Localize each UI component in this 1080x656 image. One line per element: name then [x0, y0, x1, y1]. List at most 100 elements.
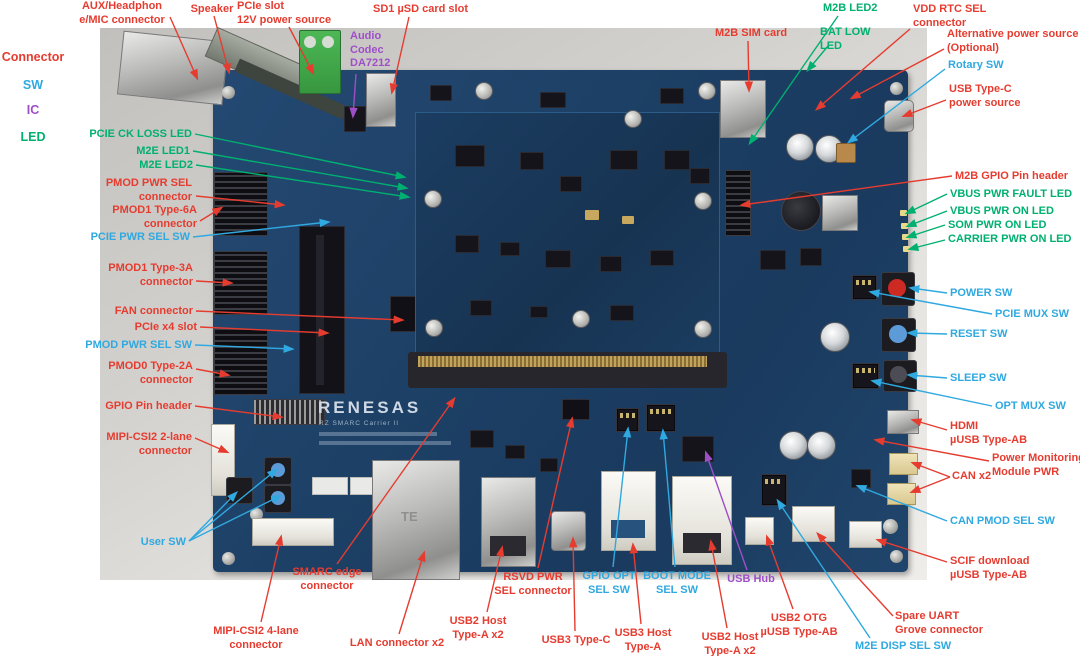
barcode-sticker [312, 477, 348, 495]
annotation-alternative-power-source: Alternative power source(Optional) [947, 28, 1079, 54]
ic-chip [470, 300, 492, 316]
capacitor [807, 431, 836, 460]
som-pwr-on-led [902, 234, 909, 240]
ic-chip [470, 430, 494, 448]
vbus-pwr-fault-led [900, 210, 907, 216]
usb-port-opening [683, 533, 721, 553]
annotation-usb-hub: USB Hub [727, 573, 775, 585]
annotation-pcie-x4-slot: PCIe x4 slot [134, 321, 197, 333]
annotation-m2b-sim-card: M2B SIM card [715, 27, 788, 39]
standoff [425, 319, 443, 337]
scif-musb-connector [849, 521, 882, 548]
audio-codec-ic [344, 106, 366, 132]
usb2-host-a-stack-right [672, 476, 732, 565]
pcie-12v-terminal-block [299, 30, 341, 94]
ic-chip [455, 145, 485, 167]
ic-chip [690, 168, 710, 184]
ic-chip [560, 176, 582, 192]
lan-marking: TE [401, 509, 418, 524]
gpio-opt-dip-switch [616, 408, 639, 432]
annotation-pcie-ck-loss-led: PCIE CK LOSS LED [89, 128, 192, 140]
silkscreen-line [319, 441, 451, 445]
ic-chip [500, 242, 520, 256]
lan-connector: TE [372, 460, 460, 580]
shield-can [822, 195, 858, 231]
usb3-blue-tongue [611, 520, 645, 538]
annotation-sleep-sw: SLEEP SW [950, 372, 1007, 384]
ic-chip [530, 306, 548, 318]
mipi-csi2-4lane-connector [252, 518, 334, 546]
annotation-pcie-mux-sw: PCIE MUX SW [995, 308, 1069, 320]
ic-chip [505, 445, 525, 459]
annotation-can-pmod-sel-sw: CAN PMOD SEL SW [950, 515, 1055, 527]
terminal-screw [304, 36, 316, 48]
usb-port-opening [490, 536, 526, 556]
ic-chip [430, 85, 452, 101]
gpio-pin-header [253, 399, 325, 425]
ic-chip [800, 248, 822, 266]
annotation-pcie-pwr-sel-sw: PCIE PWR SEL SW [90, 231, 190, 243]
annotation-rotary-sw: Rotary SW [948, 59, 1004, 71]
annotation-can-x2: CAN x2 [952, 470, 992, 482]
annotation-vbus-pwr-fault-led: VBUS PWR FAULT LED [950, 188, 1073, 200]
ic-chip [540, 92, 566, 108]
capacitor [820, 322, 850, 352]
terminal-screw [322, 36, 334, 48]
usb3-type-c-connector [551, 511, 586, 551]
mounting-hole [883, 519, 898, 534]
sleep-switch-cap [890, 366, 907, 383]
ic-chip [545, 250, 571, 268]
sim-card-slot [720, 80, 766, 138]
annotation-lan-connector-x2: LAN connector x2 [349, 637, 445, 649]
power-switch-cap [888, 279, 906, 297]
pcie-x4-slot [299, 226, 345, 394]
pcie-slot-groove [316, 235, 324, 385]
hdmi-musb-connector [887, 410, 919, 434]
standoff [572, 310, 590, 328]
corner-screw [222, 552, 235, 565]
ic-chip [760, 250, 786, 270]
rotary-switch [836, 143, 856, 163]
silkscreen-line [319, 432, 437, 436]
can-connector-1 [889, 453, 918, 475]
annotation-pmod-pwr-sel-sw: PMOD PWR SEL SW [85, 339, 192, 351]
fan-connector [390, 296, 416, 332]
ic-chip [650, 250, 674, 266]
usd-card-slot [366, 73, 396, 127]
renesas-logo: RENESAS [318, 398, 422, 417]
standoff [694, 320, 712, 338]
pmod1-3a-connector [214, 251, 268, 315]
annotation-vbus-pwr-on-led: VBUS PWR ON LED [950, 205, 1054, 217]
annotation-fan-connector: FAN connector [114, 305, 193, 317]
annotation-m2b-led2: M2B LED2 [823, 2, 878, 14]
power-inductor [781, 191, 821, 231]
grove-connector [792, 506, 835, 542]
usb-c-connector [884, 100, 914, 132]
annotation-som-pwr-on-led: SOM PWR ON LED [948, 219, 1047, 231]
corner-screw [890, 82, 903, 95]
rsvd-pwr-header [562, 399, 590, 420]
user-sw3-button [226, 477, 253, 504]
user-sw2-cap [271, 491, 285, 505]
annotation-opt-mux-sw: OPT MUX SW [995, 400, 1066, 412]
capacitor [779, 431, 808, 460]
usb3-host-a-connector [601, 471, 656, 551]
smarc-edge-gold-pins [418, 356, 707, 367]
can-connector-2 [887, 483, 916, 505]
standoff [698, 82, 716, 100]
annotation-carrier-pwr-on-led: CARRIER PWR ON LED [948, 233, 1072, 245]
